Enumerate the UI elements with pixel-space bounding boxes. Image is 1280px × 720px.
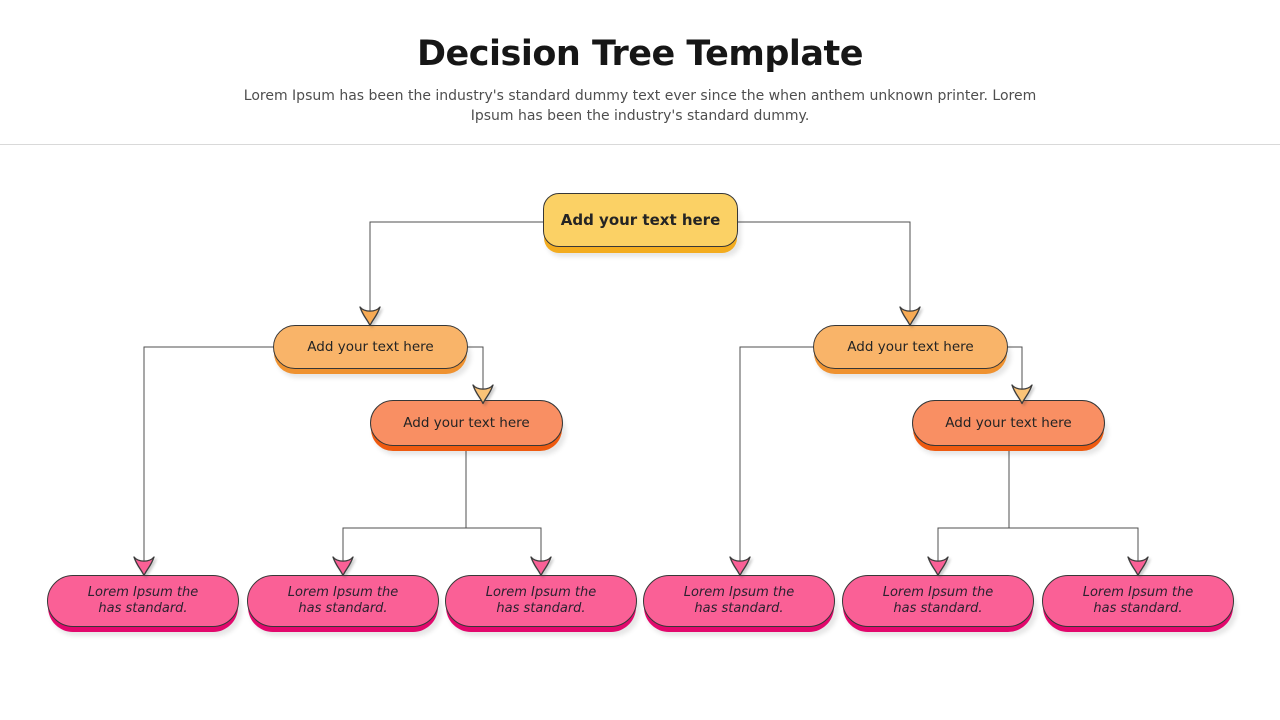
leaf-text-line-2: has standard. xyxy=(1093,601,1183,616)
connector-right-branch-to-leaf-4 xyxy=(739,346,813,568)
leaf-text-line-1: Lorem Ipsum the xyxy=(287,584,399,600)
leaf-text-line-1: Lorem Ipsum the xyxy=(683,584,795,600)
leaf-text-line-2: has standard. xyxy=(496,601,586,616)
connector-right-subbranch-to-leaves xyxy=(937,527,1139,568)
subtitle-line-1: Lorem Ipsum has been the industry's stan… xyxy=(243,88,1037,104)
leaf-text-line-2: has standard. xyxy=(298,601,388,616)
header-divider xyxy=(0,144,1280,145)
leaf-text-line-2: has standard. xyxy=(893,601,983,616)
connector-root-to-left-branch xyxy=(369,221,543,318)
connector-left-branch-to-subbranch xyxy=(468,346,484,396)
root-node[interactable]: Add your text here xyxy=(543,193,738,247)
leaf-text-line-1: Lorem Ipsum the xyxy=(1082,584,1194,600)
leaf-text-line-2: has standard. xyxy=(98,601,188,616)
connector-root-to-right-branch xyxy=(738,221,911,318)
page-subtitle: Lorem Ipsum has been the industry's stan… xyxy=(0,86,1280,126)
connector-left-branch-to-leaf-1 xyxy=(143,346,273,568)
subbranch-node-right[interactable]: Add your text here xyxy=(912,400,1105,446)
subtitle-line-2: Ipsum has been the industry's standard d… xyxy=(470,108,810,124)
connector-right-branch-to-subbranch xyxy=(1008,346,1023,396)
leaf-text-line-1: Lorem Ipsum the xyxy=(882,584,994,600)
branch-node-right[interactable]: Add your text here xyxy=(813,325,1008,369)
leaf-text-line-2: has standard. xyxy=(694,601,784,616)
leaf-text-line-1: Lorem Ipsum the xyxy=(485,584,597,600)
leaf-text-line-1: Lorem Ipsum the xyxy=(87,584,199,600)
subbranch-node-left[interactable]: Add your text here xyxy=(370,400,563,446)
connector-left-subbranch-to-leaves xyxy=(342,527,542,568)
branch-node-left[interactable]: Add your text here xyxy=(273,325,468,369)
page-title: Decision Tree Template xyxy=(416,34,864,74)
